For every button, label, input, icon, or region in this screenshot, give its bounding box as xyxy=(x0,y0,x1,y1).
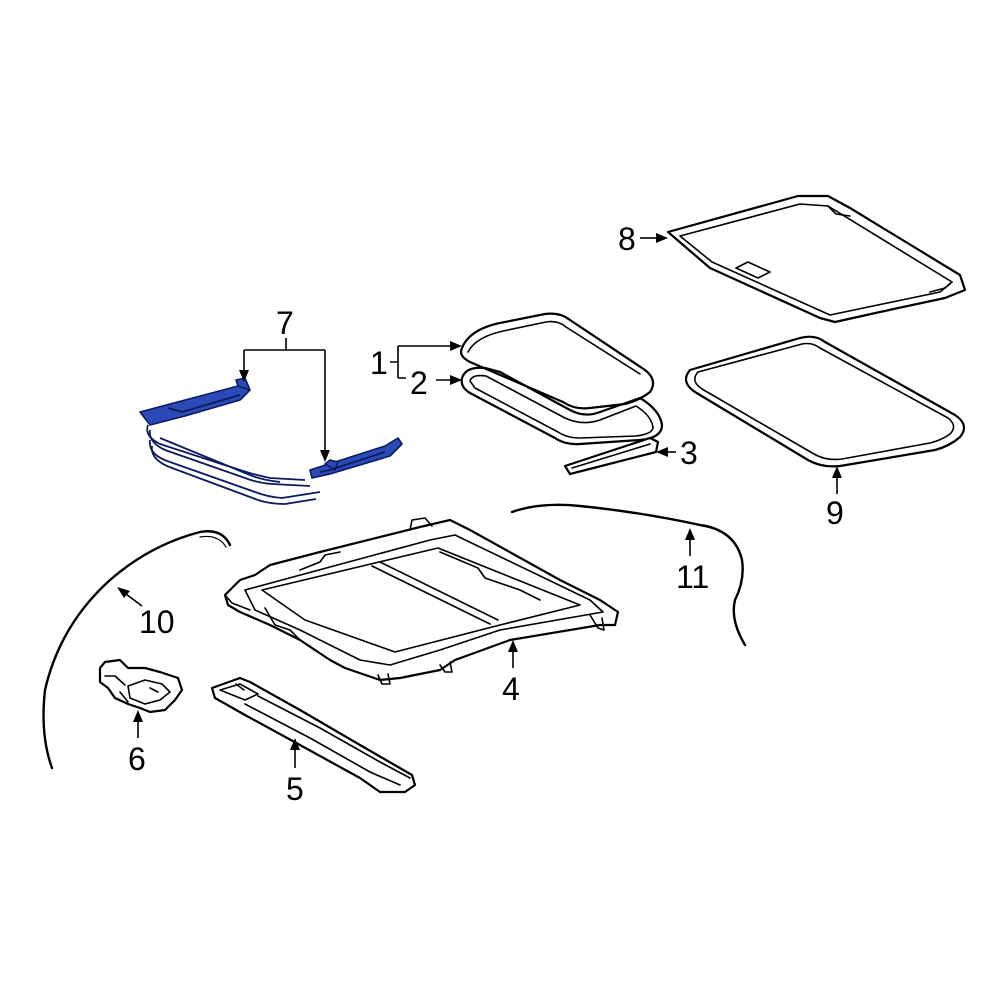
callout-label-2: 2 xyxy=(410,365,428,401)
callout-11: 11 xyxy=(676,528,709,595)
glass-weatherstrip[interactable] xyxy=(460,366,664,446)
drain-hose-front[interactable] xyxy=(42,530,232,770)
callout-2: 2 xyxy=(398,365,462,401)
callout-4: 4 xyxy=(502,640,520,707)
callout-6: 6 xyxy=(128,710,146,777)
callout-9: 9 xyxy=(826,466,844,531)
callout-3: 3 xyxy=(656,435,698,471)
frame-seal[interactable] xyxy=(684,335,966,468)
callout-label-5: 5 xyxy=(286,771,304,807)
callout-label-7: 7 xyxy=(276,305,294,341)
callout-1: 1 xyxy=(370,341,462,381)
sunroof-housing[interactable] xyxy=(223,517,620,685)
callout-label-11: 11 xyxy=(676,559,709,595)
callout-label-1: 1 xyxy=(370,345,388,381)
callout-5: 5 xyxy=(286,738,304,807)
callout-label-6: 6 xyxy=(128,741,146,777)
rear-cross-member[interactable] xyxy=(210,676,417,794)
callout-8: 8 xyxy=(618,221,668,257)
callout-label-10: 10 xyxy=(139,604,175,640)
sunshade-panel[interactable] xyxy=(666,194,967,324)
callout-label-9: 9 xyxy=(826,495,844,531)
wind-deflector[interactable] xyxy=(563,436,660,476)
callout-10: 10 xyxy=(117,587,175,640)
glass-panel[interactable] xyxy=(459,312,655,410)
callout-label-3: 3 xyxy=(680,435,698,471)
callout-label-4: 4 xyxy=(502,671,520,707)
callout-label-8: 8 xyxy=(618,221,636,257)
motor-unit[interactable] xyxy=(98,658,184,714)
drain-hose-rear[interactable] xyxy=(510,503,747,647)
guide-rail-assembly[interactable] xyxy=(139,377,403,505)
callout-7: 7 xyxy=(239,305,330,462)
